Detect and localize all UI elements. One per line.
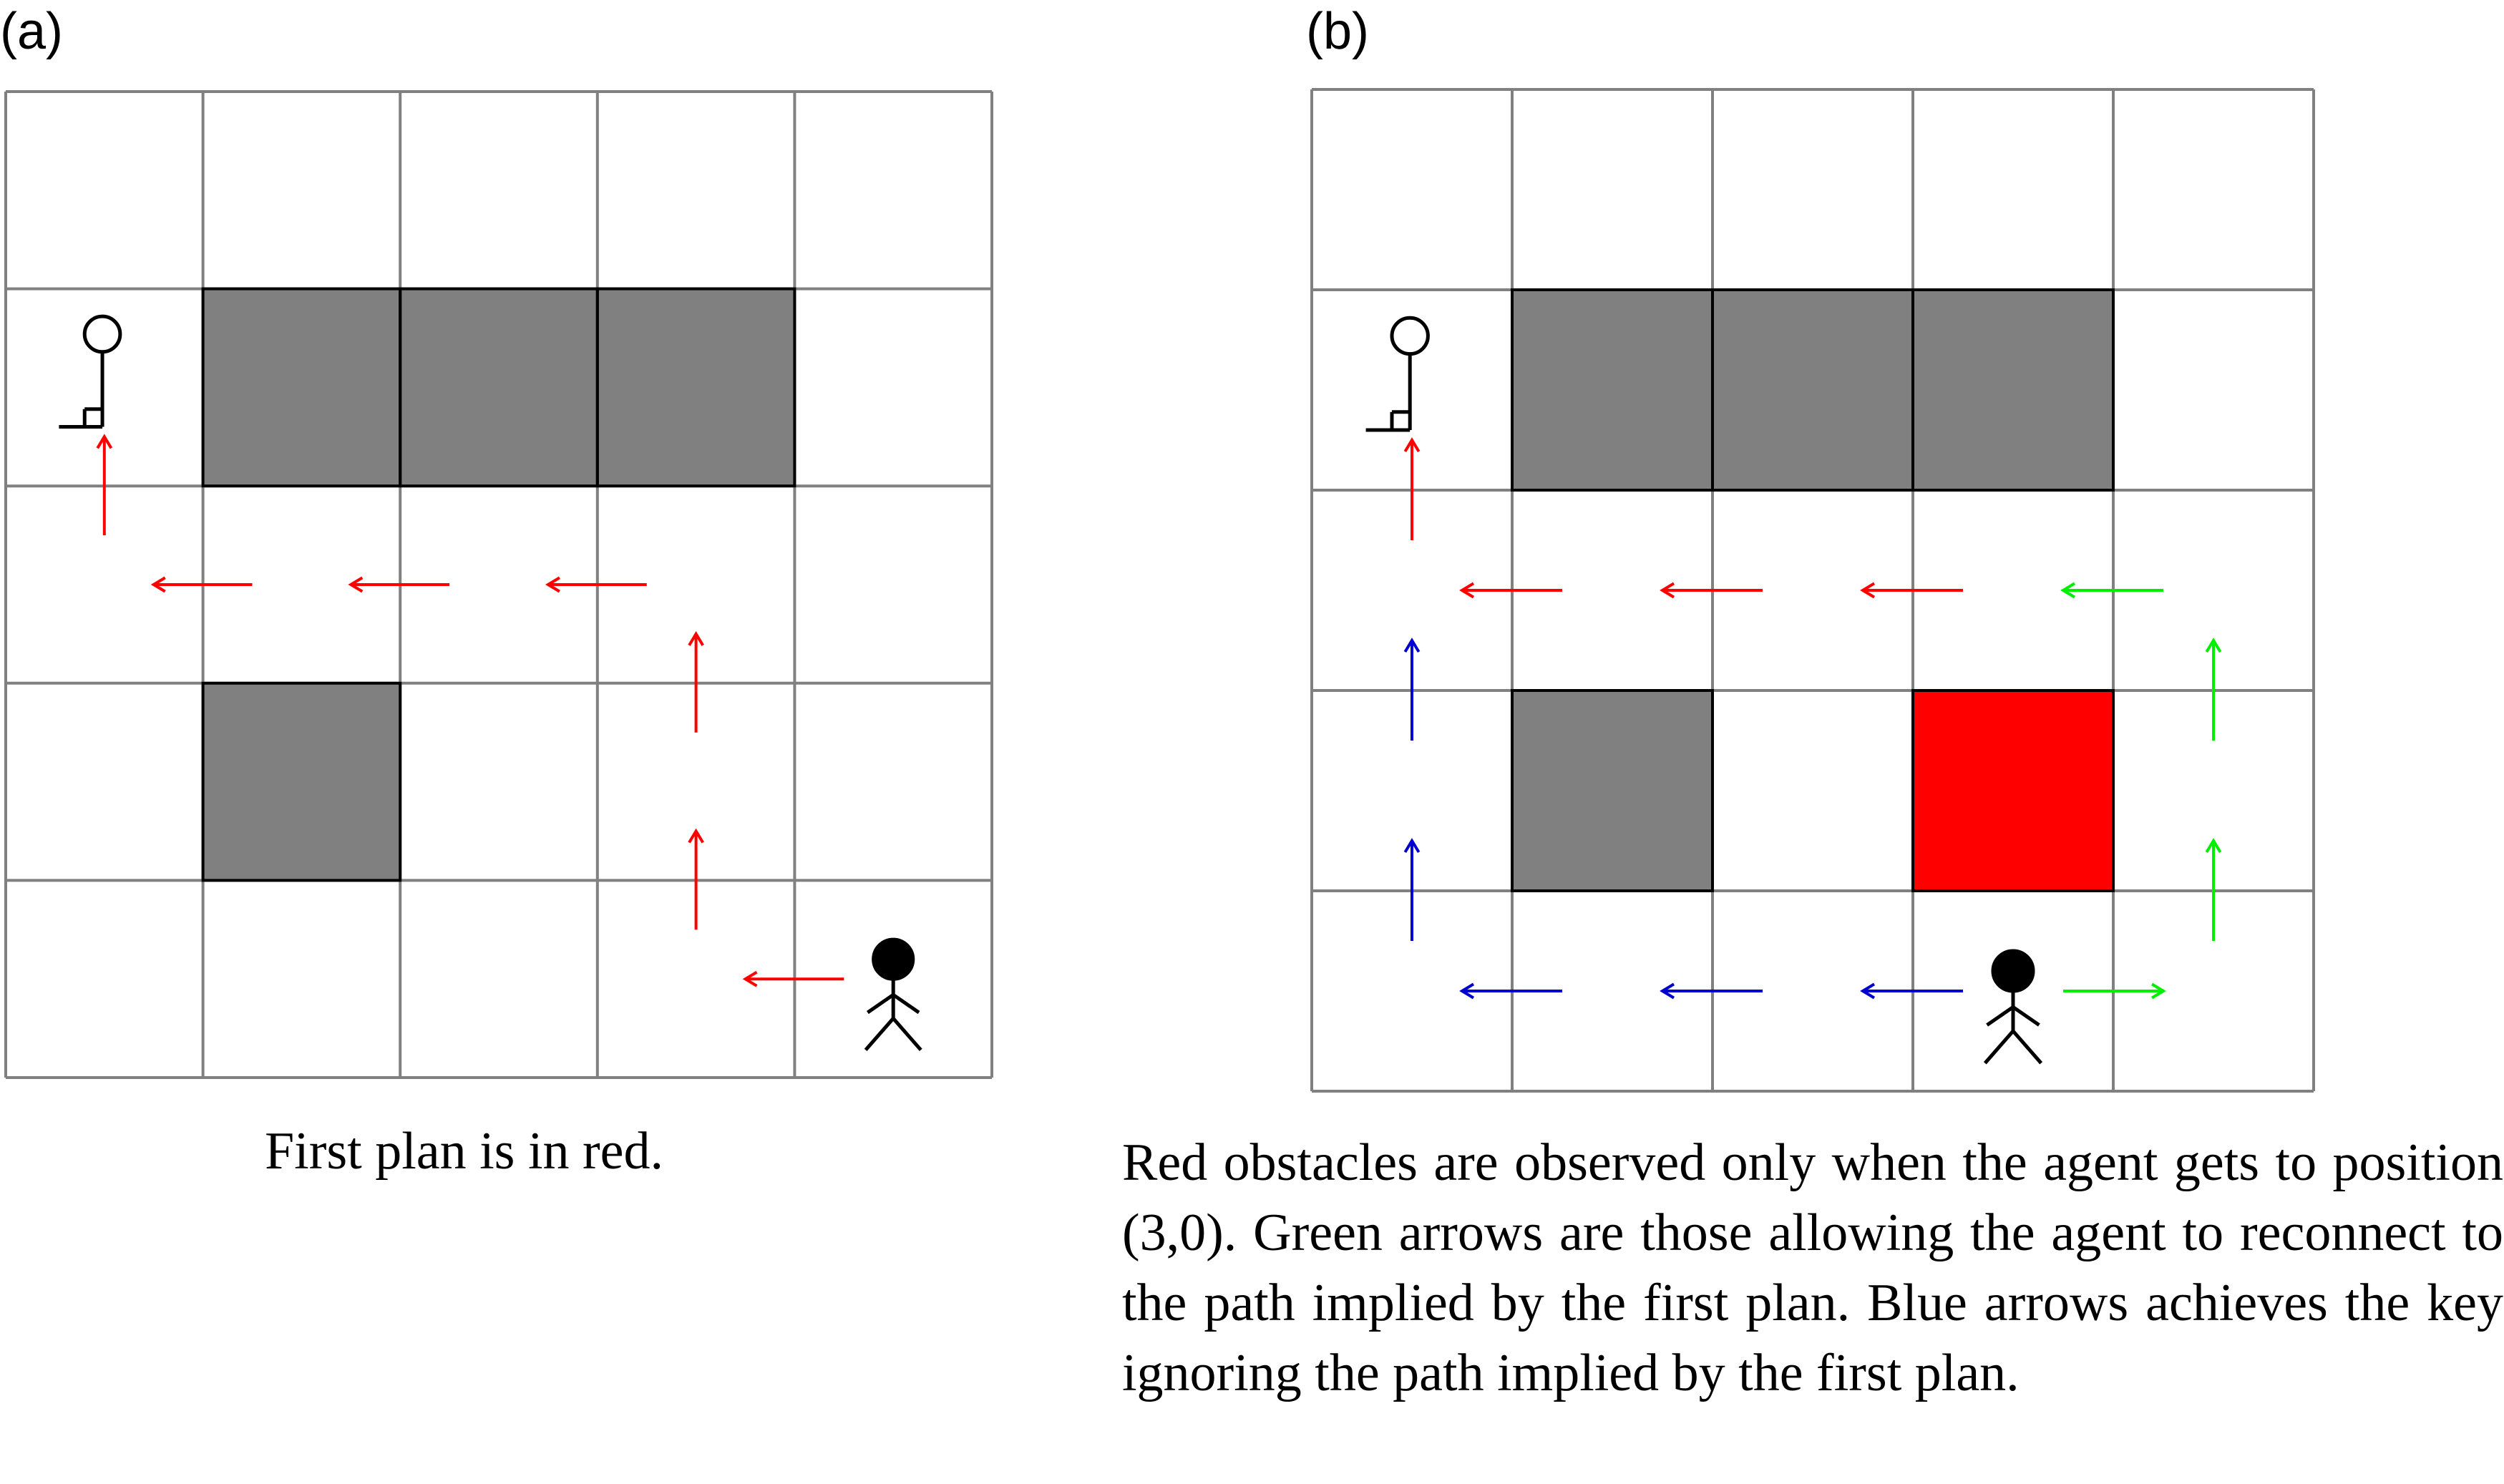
path-arrow-left (1660, 582, 1763, 599)
obstacle-cell (1512, 290, 1713, 490)
path-arrow-left (1459, 982, 1562, 1000)
path-arrow-left (1860, 582, 1963, 599)
panel-a-caption: First plan is in red. (265, 1122, 664, 1181)
path-arrow-left (545, 576, 647, 593)
obstacle-border (1911, 689, 2115, 892)
path-arrow-left (1459, 582, 1562, 599)
panel-a-label: (a) (0, 3, 63, 60)
obstacle-cell (400, 288, 598, 487)
obstacle-cell (203, 288, 401, 487)
key-icon (1365, 316, 1430, 432)
obstacle-border (595, 287, 796, 488)
path-arrow-up (2205, 638, 2222, 741)
obstacle-border (1911, 288, 2115, 492)
path-arrow-up (2205, 838, 2222, 941)
obstacle-border (1511, 689, 1714, 892)
path-arrow-left (348, 576, 450, 593)
obstacle-cell (597, 288, 795, 487)
path-arrow-left (150, 576, 253, 593)
path-arrow-right (2063, 982, 2166, 1000)
obstacle-cell (203, 683, 401, 881)
path-arrow-up (688, 631, 704, 733)
path-arrow-up (1403, 437, 1421, 540)
obstacle-cell (1713, 290, 1913, 490)
red-obstacle-cell (1913, 690, 2113, 891)
key-icon (59, 314, 122, 429)
agent-icon (1983, 949, 2043, 1065)
agent-icon (864, 937, 922, 1052)
path-arrow-left (1660, 982, 1763, 1000)
path-arrow-up (96, 434, 113, 536)
path-arrow-left (742, 970, 844, 987)
path-arrow-up (688, 828, 704, 930)
panel-b-label: (b) (1306, 3, 1369, 60)
path-arrow-left (2060, 582, 2163, 599)
panel-b-caption: Red obstacles are observed only when the… (1122, 1133, 2503, 1402)
path-arrow-up (1403, 638, 1421, 741)
path-arrow-up (1403, 838, 1421, 941)
path-arrow-left (1860, 982, 1963, 1000)
obstacle-cell (1512, 690, 1713, 891)
obstacle-cell (1913, 290, 2113, 490)
obstacle-border (201, 681, 402, 882)
